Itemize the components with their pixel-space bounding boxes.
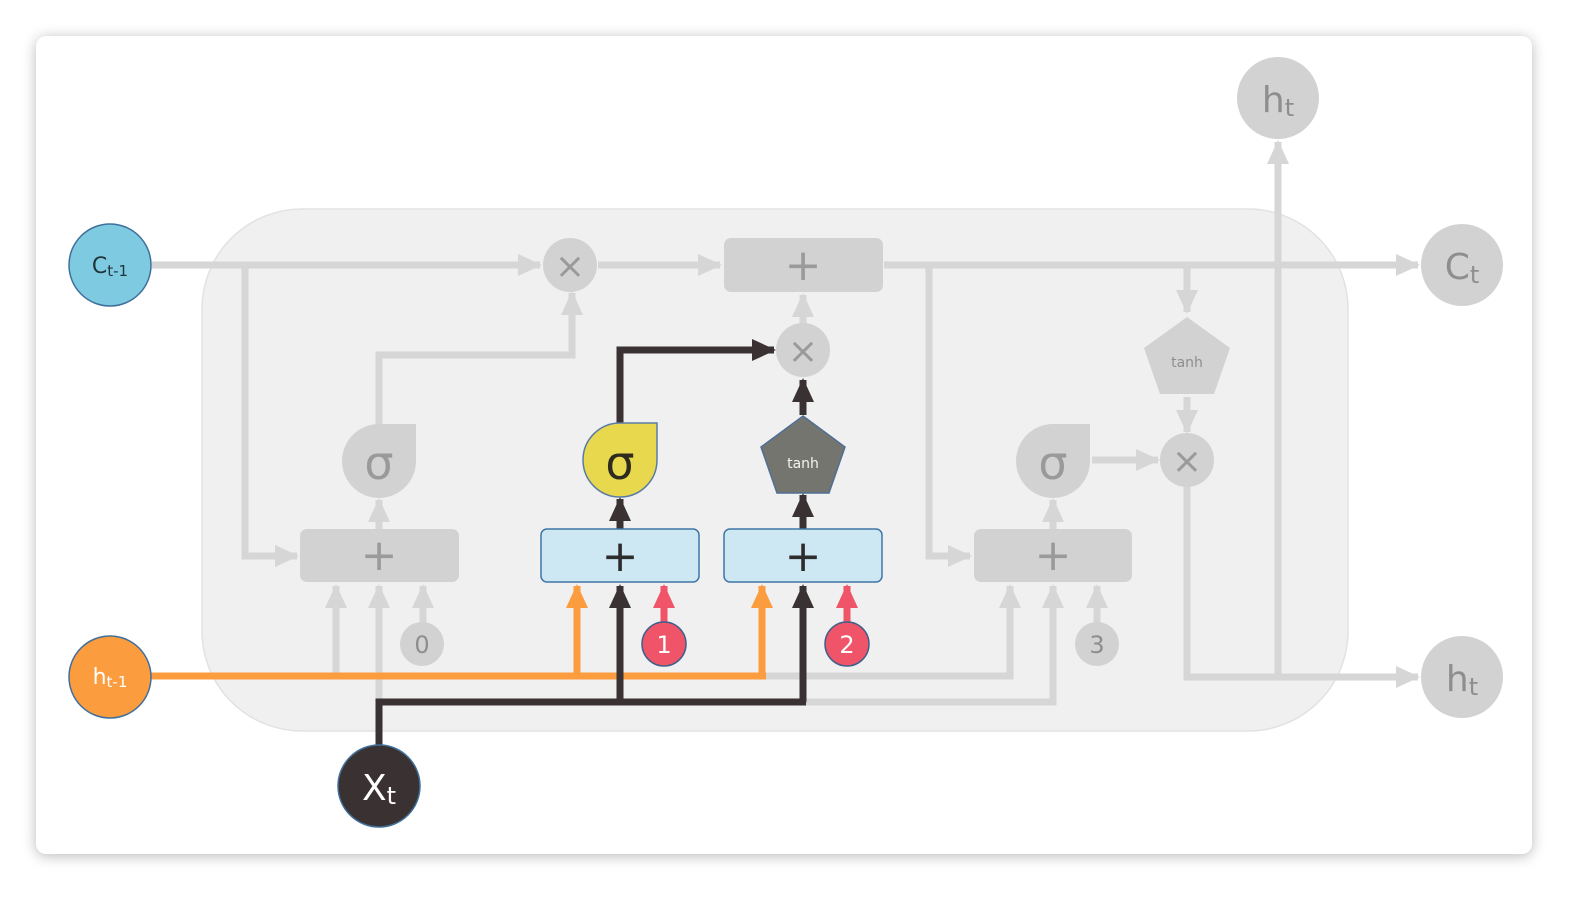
bias-2 <box>824 621 870 667</box>
bias-0 <box>400 622 444 666</box>
c-prev-label: Ct-1 <box>92 254 128 280</box>
candidate-sum-symbol: + <box>785 531 822 582</box>
h-t-right-node <box>1421 636 1503 718</box>
output-tanh-label: tanh <box>1171 355 1203 371</box>
output-multiply-node <box>1160 433 1214 487</box>
output-sigma-shape <box>1016 424 1090 498</box>
forget-sum-box <box>300 529 459 582</box>
x-t-label: Xt <box>362 768 396 810</box>
output-sum-symbol: + <box>1035 530 1072 581</box>
h-prev-label: ht-1 <box>93 665 128 691</box>
candidate-tanh-pentagon <box>760 415 846 494</box>
output-sigma-symbol: σ <box>1038 436 1067 490</box>
input-gate-sum-symbol: + <box>602 531 639 582</box>
bias-1 <box>641 621 687 667</box>
candidate-tanh-label: tanh <box>787 456 819 472</box>
cell-add-box <box>724 238 883 292</box>
c-t-node <box>1421 224 1503 306</box>
h-t-right-label: ht <box>1446 659 1478 701</box>
forget-multiply-node <box>543 238 597 292</box>
input-gate-sum-box <box>540 528 700 583</box>
bias-connections <box>653 584 858 624</box>
h-t-top-label: ht <box>1262 80 1294 122</box>
c-prev-node <box>68 223 152 307</box>
output-tanh-pentagon <box>1144 317 1230 394</box>
input-sigma-symbol: σ <box>605 436 634 490</box>
c-t-label: Ct <box>1445 247 1480 289</box>
bias-1-label: 1 <box>656 631 671 659</box>
h-t-top-node <box>1237 57 1319 139</box>
output-sum-box <box>974 529 1132 582</box>
input-multiply-symbol: × <box>788 331 818 372</box>
h-prev-node <box>68 635 152 719</box>
diagram-card: + σ 0 × + × + σ 3 tanh × Ct ht ht <box>36 36 1532 854</box>
hidden-input-connections <box>150 584 773 680</box>
bias-3 <box>1075 622 1119 666</box>
forget-multiply-symbol: × <box>555 246 585 287</box>
bias-3-label: 3 <box>1089 631 1104 659</box>
bias-0-label: 0 <box>414 631 429 659</box>
bias-2-label: 2 <box>839 631 854 659</box>
x-t-node <box>337 744 421 828</box>
candidate-sum-box <box>723 528 883 583</box>
forget-sum-symbol: + <box>361 530 398 581</box>
lstm-diagram: + σ 0 × + × + σ 3 tanh × Ct ht ht <box>68 57 1503 828</box>
input-sigma-shape <box>582 422 658 498</box>
cell-add-symbol: + <box>785 240 822 291</box>
output-multiply-symbol: × <box>1172 441 1202 482</box>
x-input-connections <box>375 339 814 745</box>
forget-sigma-shape <box>342 424 416 498</box>
input-multiply-node <box>776 323 830 377</box>
forget-sigma-symbol: σ <box>364 436 393 490</box>
